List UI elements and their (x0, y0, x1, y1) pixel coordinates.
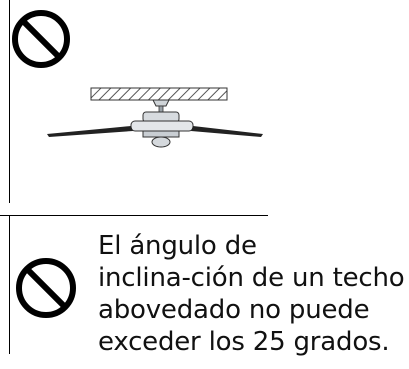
ceiling-angle-warning-text: El ángulo de inclina-ción de un techo ab… (98, 230, 405, 358)
frame-divider-horizontal (0, 215, 268, 216)
prohibition-icon (16, 258, 76, 318)
prohibition-icon (12, 10, 70, 68)
warning-line: inclina-ción de un techo (98, 263, 405, 293)
ceiling-fan-illustration (47, 87, 263, 148)
frame-divider-vertical-bottom (9, 216, 10, 354)
warning-line: exceder los 25 grados. (98, 327, 390, 357)
warning-line: abovedado no puede (98, 295, 370, 325)
frame-divider-vertical-top (9, 0, 10, 203)
warning-line: El ángulo de (98, 231, 257, 261)
